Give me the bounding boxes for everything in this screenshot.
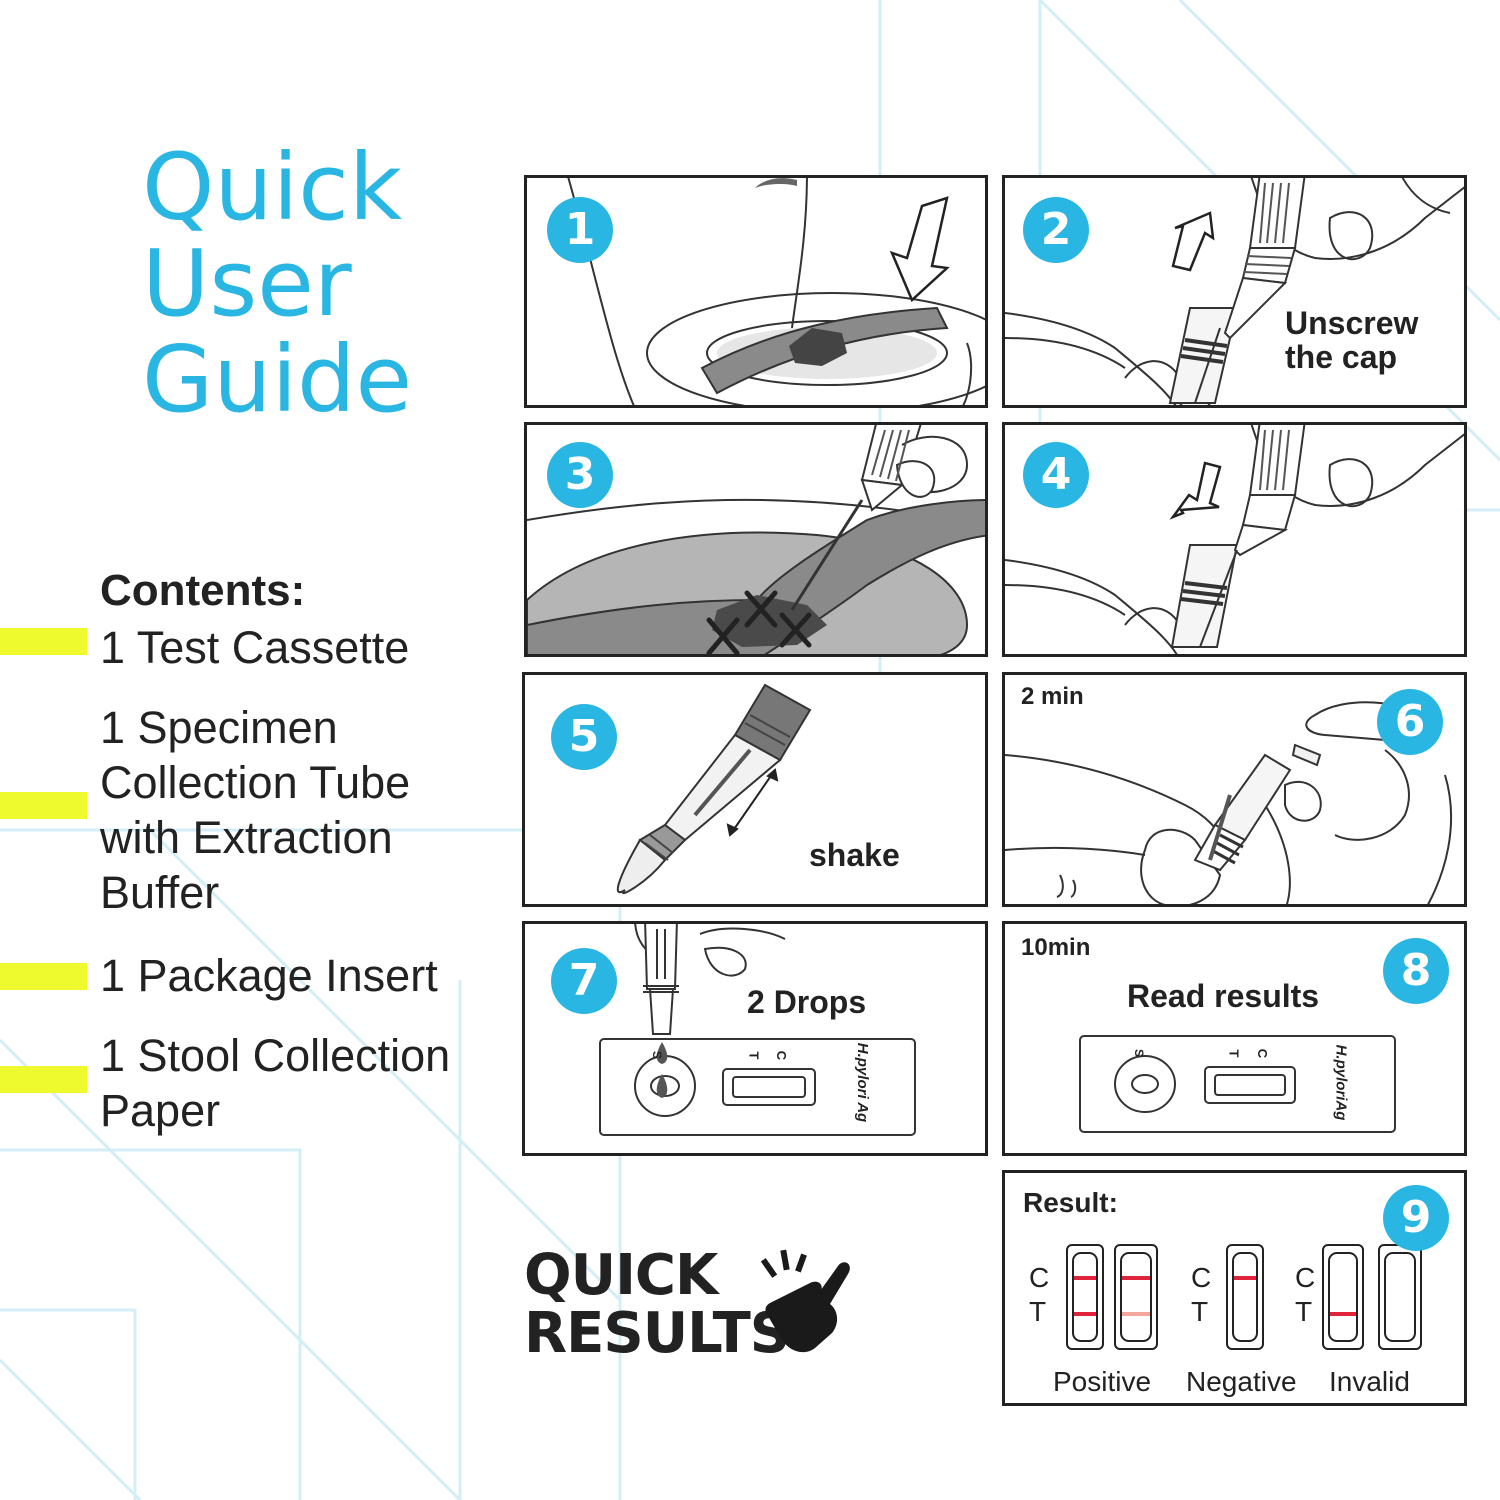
step-number: 7 <box>551 948 617 1014</box>
contents-item: 1 Specimen Collection Tube with Extracti… <box>100 700 410 920</box>
badge-line: QUICK <box>524 1243 718 1308</box>
title-line: Quick <box>142 134 403 241</box>
unscrew-illustration <box>1005 178 1464 405</box>
item-line: Paper <box>100 1085 221 1136</box>
badge-line: RESULTS <box>524 1301 790 1366</box>
quick-results-badge: QUICK RESULTS <box>524 1243 790 1366</box>
contents-heading: Contents: <box>100 566 306 615</box>
highlight-bar <box>0 963 87 990</box>
result-positive: Positive <box>1053 1366 1152 1397</box>
item-line: Buffer <box>100 867 220 918</box>
test-line-label: T <box>1029 1296 1047 1327</box>
cassette-mark-t: T <box>746 1051 762 1060</box>
item-line: Collection Tube <box>100 757 411 808</box>
result-negative: Negative <box>1186 1366 1297 1397</box>
step-8-panel: 10min Read results 8 S T C H.pyloriAg <box>1002 921 1467 1156</box>
hand-pointer-icon <box>760 1249 850 1353</box>
highlight-bar <box>0 792 87 819</box>
step-5-panel: 5 shake <box>522 672 988 907</box>
item-line: 1 Stool Collection <box>100 1030 451 1081</box>
wait-time: 10min <box>1021 934 1091 961</box>
read-cassette-illustration <box>1079 1035 1396 1133</box>
line-labels: C T <box>1029 1261 1049 1329</box>
highlight-bar <box>0 1066 87 1093</box>
step-7-panel: 7 2 Drops S T C H.pylori Ag <box>522 921 988 1156</box>
item-line: 1 Specimen <box>100 702 338 753</box>
caption-line: Unscrew <box>1285 305 1419 341</box>
page-title: Quick User Guide <box>142 140 412 428</box>
step-caption: Read results <box>1127 978 1320 1014</box>
title-line: User <box>142 230 352 337</box>
wait-time: 2 min <box>1021 683 1084 710</box>
test-line-label: T <box>1191 1296 1209 1327</box>
step-1-panel: 1 <box>524 175 988 408</box>
step-number: 9 <box>1383 1185 1449 1251</box>
control-line-label: C <box>1191 1262 1212 1293</box>
title-line: Guide <box>142 326 413 433</box>
test-line-label: T <box>1295 1296 1313 1327</box>
step-number: 4 <box>1023 442 1089 508</box>
step-9-panel: Result: 9 C T C T C T <box>1002 1170 1467 1406</box>
contents-item: 1 Test Cassette <box>100 620 409 675</box>
step-number: 5 <box>551 704 617 770</box>
item-line: 1 Package Insert <box>100 950 438 1001</box>
result-strips <box>1066 1244 1422 1350</box>
cassette-label: H.pylori Ag <box>854 1042 872 1123</box>
control-line-label: C <box>1029 1262 1050 1293</box>
step-6-panel: 2 min 6 <box>1002 672 1467 907</box>
step-number: 3 <box>547 442 613 508</box>
step-number: 6 <box>1377 689 1443 755</box>
step-4-panel: 4 <box>1002 422 1467 657</box>
step-caption: Unscrew the cap <box>1285 306 1418 374</box>
highlight-bar <box>0 628 87 655</box>
cassette-mark-t: T <box>1226 1049 1242 1058</box>
cassette-mark-s: S <box>1132 1048 1147 1058</box>
shake-tube-illustration <box>616 683 812 895</box>
contents-item: 1 Package Insert <box>100 948 438 1003</box>
insert-stick-illustration <box>1005 425 1464 654</box>
item-line: with Extraction <box>100 812 393 863</box>
step-number: 2 <box>1023 197 1089 263</box>
step-2-panel: 2 Unscrew the cap <box>1002 175 1467 408</box>
contents-item: 1 Stool Collection Paper <box>100 1028 450 1138</box>
line-labels: C T <box>1295 1261 1315 1329</box>
step-3-panel: 3 <box>524 422 988 657</box>
step-caption: 2 Drops <box>747 984 867 1020</box>
step-number: 8 <box>1383 938 1449 1004</box>
control-line-label: C <box>1295 1262 1316 1293</box>
item-line: 1 Test Cassette <box>100 622 410 673</box>
result-invalid: Invalid <box>1329 1366 1410 1397</box>
cassette-label: H.pyloriAg <box>1332 1044 1350 1121</box>
step-caption: shake <box>809 837 900 873</box>
line-labels: C T <box>1191 1261 1211 1329</box>
add-drops-illustration <box>599 924 916 1136</box>
snap-tip-illustration <box>1005 701 1453 904</box>
cassette-mark-s: S <box>650 1050 665 1060</box>
caption-line: the cap <box>1285 339 1398 375</box>
sample-collection-illustration <box>527 425 985 654</box>
cassette-mark-c: C <box>774 1050 790 1061</box>
cassette-mark-c: C <box>1255 1048 1271 1059</box>
result-heading: Result: <box>1023 1187 1118 1218</box>
step-number: 1 <box>547 197 613 263</box>
